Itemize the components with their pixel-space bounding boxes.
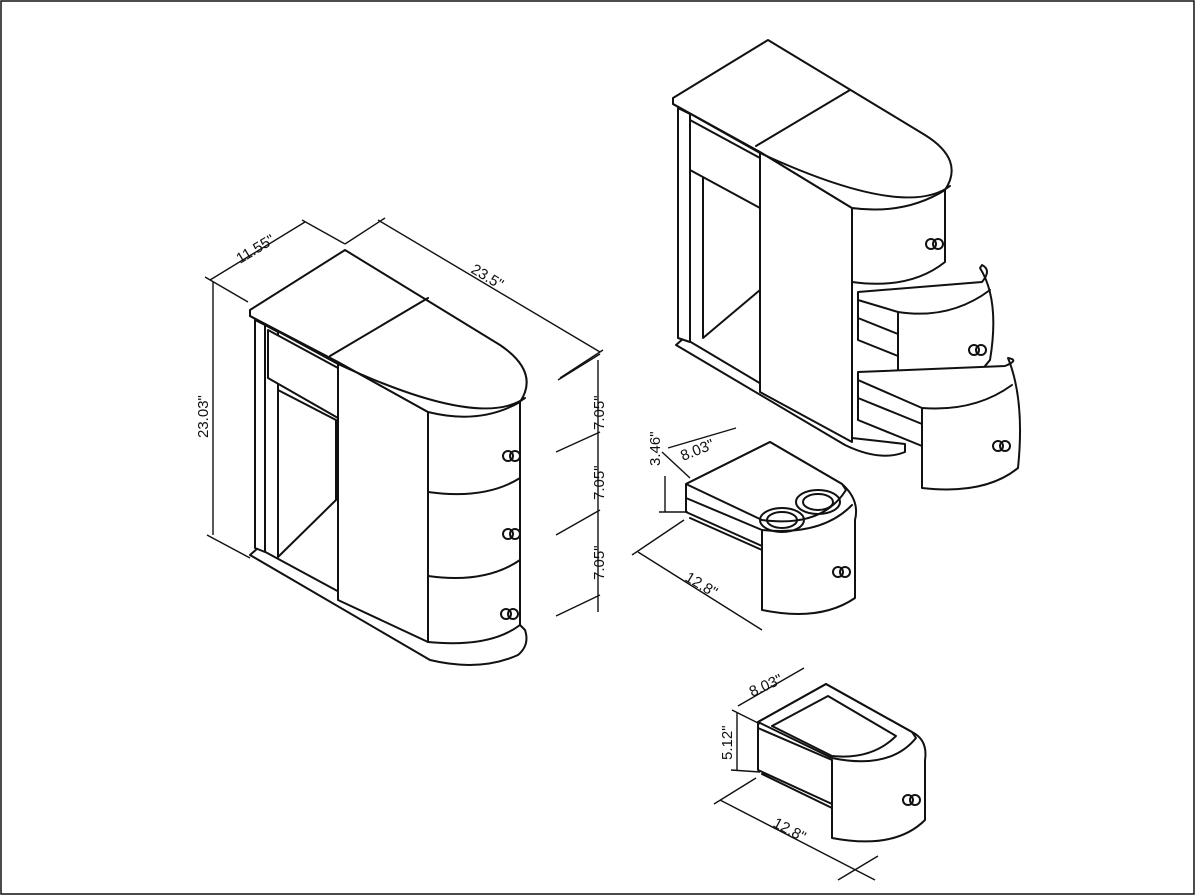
- lower-drawer-detail: 8.03" 5.12" 12.8": [713, 667, 927, 881]
- top-drawer-length-label: 12.8": [682, 569, 720, 601]
- drawer-knob-icon: [992, 440, 1011, 452]
- drawer-knob-icon: [500, 608, 519, 620]
- top-drawer-width-label: 8.03": [678, 436, 716, 465]
- drawer-top-height-label: 7.05": [591, 395, 608, 430]
- drawer-divider-1: [427, 477, 521, 496]
- open-cabinet-bottom-drawer: [857, 357, 1022, 491]
- open-cabinet-base: [675, 337, 906, 457]
- main-length-label: 23.5": [468, 261, 506, 293]
- drawer-knob-icon: [968, 344, 987, 356]
- open-cabinet-post: [677, 107, 691, 343]
- lower-drawer-height-label: 5.12": [719, 725, 736, 760]
- cabinet-left-post: [254, 319, 266, 553]
- drawer-knob-icon: [925, 238, 944, 250]
- drawer-bottom-height-label: 7.05": [591, 545, 608, 580]
- cup-holder-icon: [759, 507, 805, 533]
- drawer-knob-icon: [502, 450, 521, 462]
- drawer-divider-2: [427, 559, 521, 579]
- drawer-knob-icon: [502, 528, 521, 540]
- lower-drawer-length-label: 12.8": [770, 815, 808, 846]
- open-cabinet-drawing: [672, 39, 1022, 491]
- top-drawer-detail: 8.03" 3.46" 12.8": [631, 427, 858, 631]
- cabinet-drawer-stack: [427, 394, 521, 645]
- lower-drawer-interior: [771, 695, 897, 758]
- drawer-knob-icon: [902, 794, 921, 806]
- drawer-knob-icon: [832, 566, 851, 578]
- open-cabinet-top-seam: [755, 89, 851, 147]
- drawer-middle-height-label: 7.05": [591, 465, 608, 500]
- main-cabinet-drawing: [249, 249, 528, 666]
- cup-holder-icon: [795, 489, 841, 515]
- lower-drawer-body: [757, 683, 927, 843]
- top-drawer-height-label: 3.46": [647, 431, 664, 466]
- main-depth-label: 11.55": [233, 231, 278, 267]
- lower-drawer-width-label: 8.03": [747, 671, 785, 701]
- cabinet-top-seam: [329, 297, 429, 357]
- main-height-label: 23.03": [195, 395, 212, 438]
